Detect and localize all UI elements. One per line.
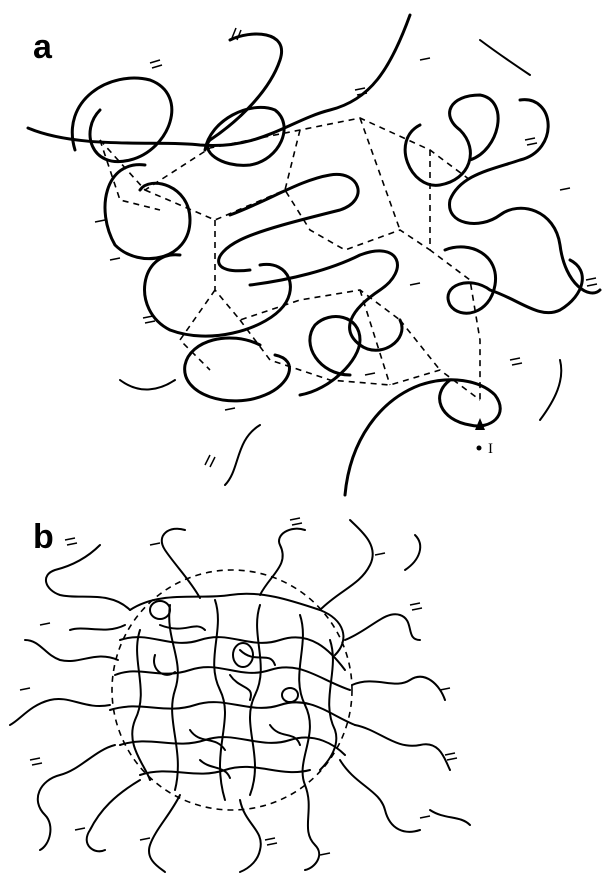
core-network	[110, 594, 355, 800]
panel-a-diagram	[0, 0, 604, 500]
panel-a: a	[0, 0, 604, 500]
initiator-marker	[475, 418, 485, 451]
panel-b-diagram	[0, 500, 604, 876]
dangling-chains	[10, 520, 470, 872]
charge-marks	[95, 28, 597, 467]
initiator-label: I	[488, 441, 493, 458]
charge-marks-b	[20, 518, 457, 855]
panel-b: b	[0, 500, 604, 876]
polymer-chains	[28, 15, 600, 495]
